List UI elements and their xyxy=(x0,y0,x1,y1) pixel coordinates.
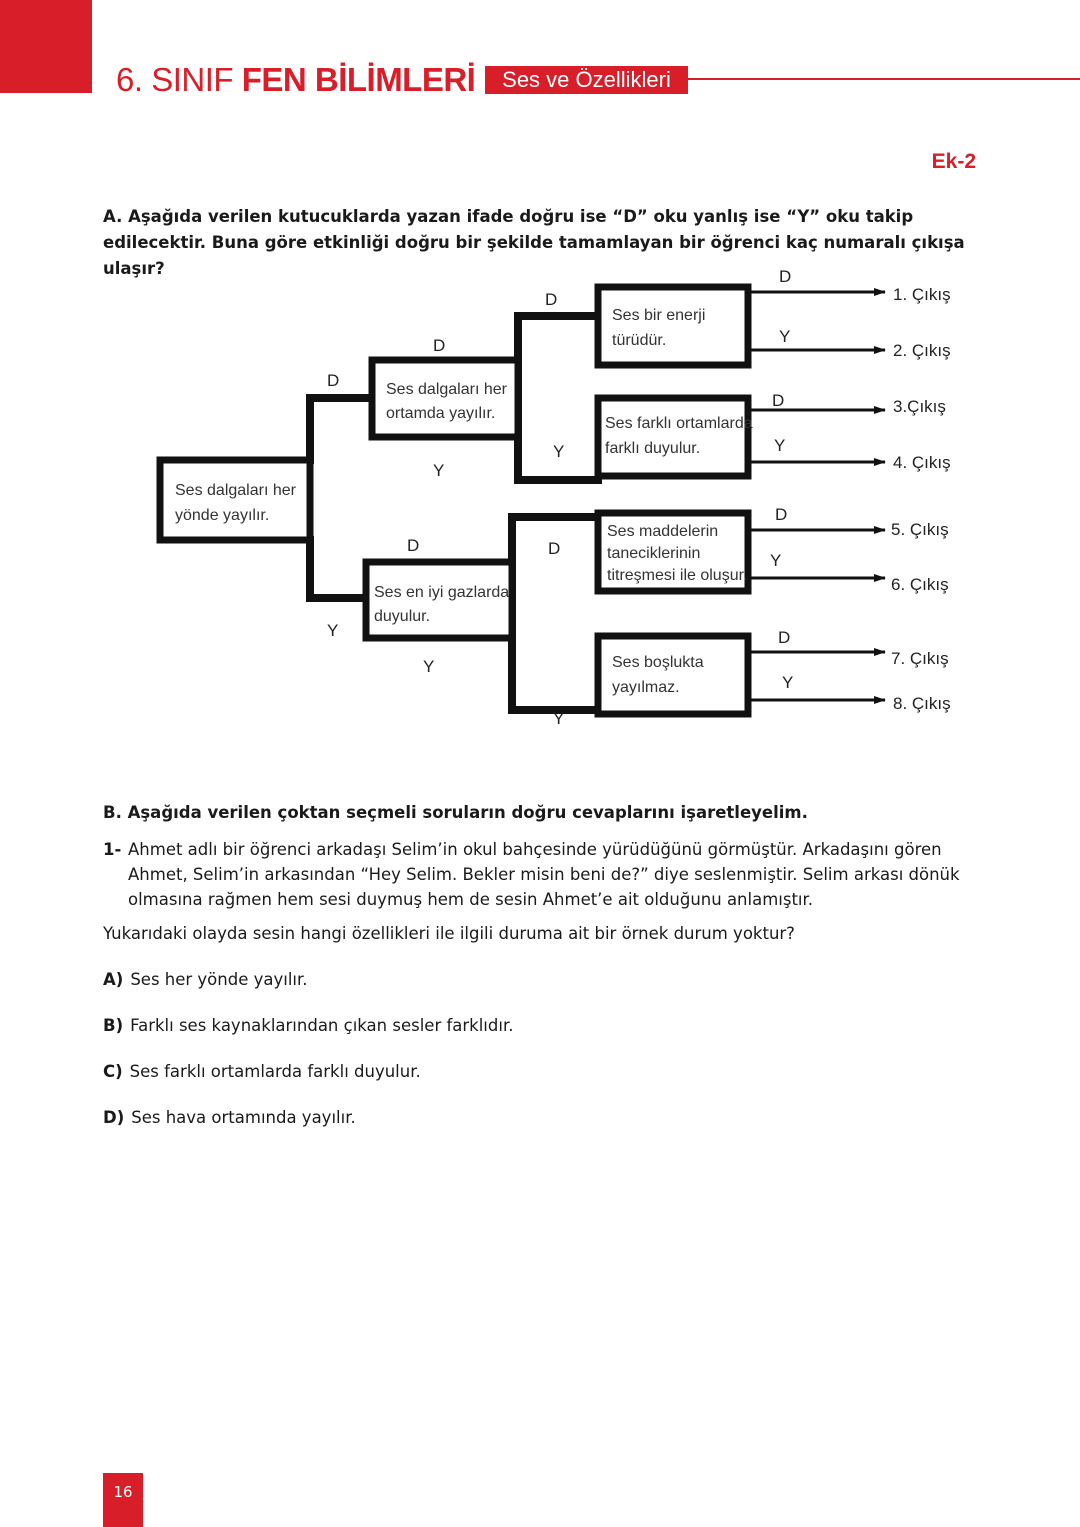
exit-labels: 1. Çıkış 2. Çıkış 3.Çıkış 4. Çıkış 5. Çı… xyxy=(891,285,951,713)
box-l2-a-text: Ses bir enerji türüdür. xyxy=(612,307,710,349)
option-a[interactable]: A) Ses her yönde yayılır. xyxy=(103,970,308,989)
subject-label: FEN BİLİMLERİ xyxy=(241,61,476,98)
branch-label-true: D xyxy=(545,290,557,309)
branch-label-true: D xyxy=(775,505,787,524)
exit-label: 5. Çıkış xyxy=(891,520,949,539)
box-l2-b xyxy=(594,394,752,480)
appendix-tag: Ek-2 xyxy=(931,150,976,173)
option-d[interactable]: D) Ses hava ortamında yayılır. xyxy=(103,1108,356,1127)
branch-label-false: Y xyxy=(770,551,781,570)
box-root xyxy=(156,456,314,544)
option-b[interactable]: B) Farklı ses kaynaklarından çıkan sesler… xyxy=(103,1016,513,1035)
box-l1-top-text: Ses dalgaları her ortamda yayılır. xyxy=(386,381,511,422)
exit-label: 1. Çıkış xyxy=(893,285,951,304)
option-key: A) xyxy=(103,970,124,989)
header-red-block xyxy=(0,0,92,93)
box-l1-bottom-text: Ses en iyi gazlarda duyulur. xyxy=(374,584,514,625)
box-l2-d-text: Ses boşlukta yayılmaz. xyxy=(612,654,708,696)
branch-label-false: Y xyxy=(774,436,785,455)
grade-label: 6. SINIF xyxy=(116,61,234,98)
option-text: Ses farklı ortamlarda farklı duyulur. xyxy=(129,1062,421,1081)
branch-labels: D Y D Y D Y D Y D Y D Y D Y D Y D Y xyxy=(327,267,793,728)
option-text: Farklı ses kaynaklarından çıkan sesler f… xyxy=(130,1016,514,1035)
exit-label: 6. Çıkış xyxy=(891,575,949,594)
page-title: 6. SINIF FEN BİLİMLERİ xyxy=(116,58,476,102)
exit-label: 2. Çıkış xyxy=(893,341,951,360)
question-stem: Yukarıdaki olayda sesin hangi özellikler… xyxy=(103,924,795,943)
option-c[interactable]: C) Ses farklı ortamlarda farklı duyulur. xyxy=(103,1062,421,1081)
exit-arrows xyxy=(748,288,886,704)
box-l2-c-text: Ses maddelerin taneciklerinin titreşmesi… xyxy=(607,523,748,584)
branch-label-false: Y xyxy=(782,673,793,692)
exit-label: 4. Çıkış xyxy=(893,453,951,472)
box-l2-c xyxy=(594,509,752,595)
branch-label-true: D xyxy=(407,536,419,555)
section-a-instruction: A. Aşağıda verilen kutucuklarda yazan if… xyxy=(103,207,965,278)
branch-label-true: D xyxy=(548,539,560,558)
box-root-text: Ses dalgaları her yönde yayılır. xyxy=(175,482,300,524)
branch-label-false: Y xyxy=(553,709,564,728)
box-l1-bottom xyxy=(362,558,516,642)
branch-label-true: D xyxy=(327,371,339,390)
box-l2-d xyxy=(594,632,752,718)
option-text: Ses hava ortamında yayılır. xyxy=(131,1108,356,1127)
question-passage: Ahmet adlı bir öğrenci arkadaşı Selim’in… xyxy=(128,840,960,909)
branch-label-false: Y xyxy=(423,657,434,676)
exit-label: 7. Çıkış xyxy=(891,649,949,668)
branch-label-true: D xyxy=(779,267,791,286)
exit-label: 8. Çıkış xyxy=(893,694,951,713)
header-rule xyxy=(688,78,1080,80)
decision-tree-diagram: Ses dalgaları her yönde yayılır. Ses dal… xyxy=(156,267,951,728)
question-1: 1- Ahmet adlı bir öğrenci arkadaşı Selim… xyxy=(103,837,983,912)
topic-tab: Ses ve Özellikleri xyxy=(485,66,688,94)
decision-boxes xyxy=(156,283,752,718)
page-number: 16 xyxy=(103,1473,143,1527)
branch-label-true: D xyxy=(778,628,790,647)
question-number: 1- xyxy=(103,840,122,859)
branch-label-false: Y xyxy=(779,327,790,346)
branch-label-false: Y xyxy=(433,461,444,480)
box-l1-top xyxy=(368,356,522,441)
option-key: C) xyxy=(103,1062,123,1081)
box-l2-a xyxy=(594,283,752,369)
branch-label-false: Y xyxy=(553,442,564,461)
option-key: D) xyxy=(103,1108,125,1127)
option-text: Ses her yönde yayılır. xyxy=(130,970,308,989)
branch-label-true: D xyxy=(433,336,445,355)
exit-label: 3.Çıkış xyxy=(893,397,946,416)
branch-label-false: Y xyxy=(327,621,338,640)
box-l2-b-text: Ses farklı ortamlarda farklı duyulur. xyxy=(605,415,757,457)
branch-label-true: D xyxy=(772,391,784,410)
option-key: B) xyxy=(103,1016,124,1035)
section-b-title: B. Aşağıda verilen çoktan seçmeli sorula… xyxy=(103,803,808,822)
